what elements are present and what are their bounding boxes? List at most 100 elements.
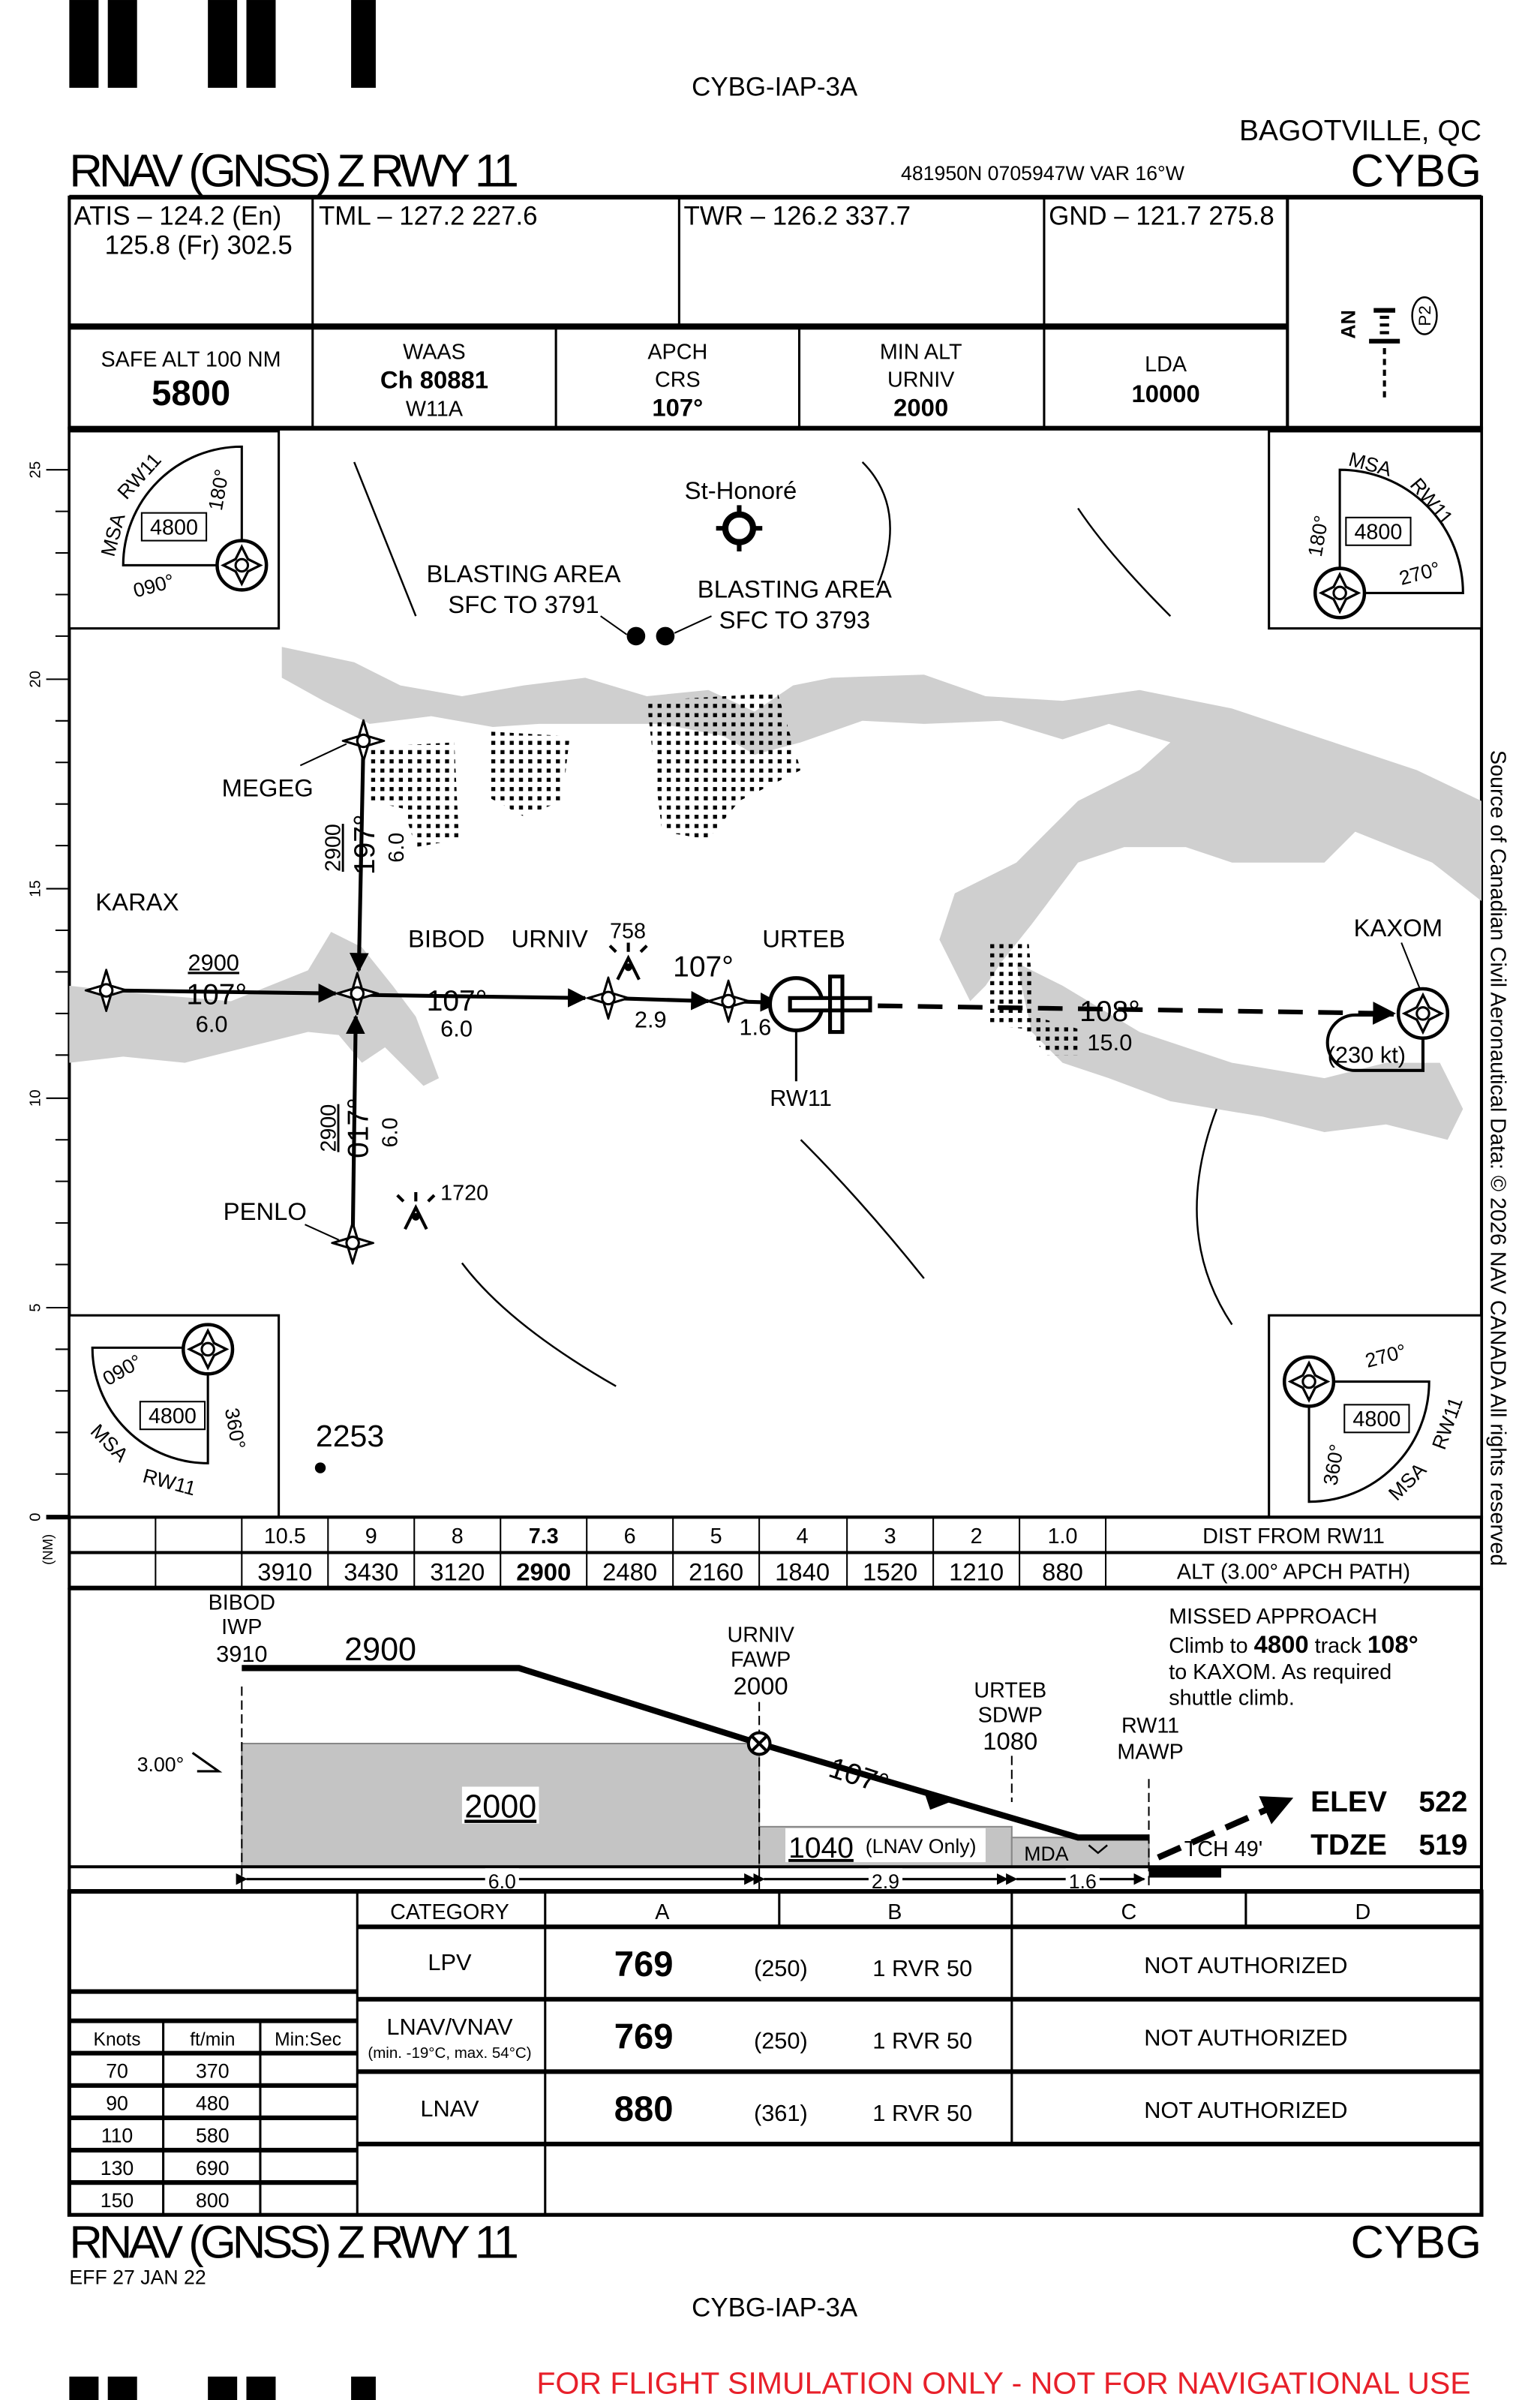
leg-distance: 6.0	[385, 833, 409, 863]
alt-cell: 1840	[775, 1557, 830, 1585]
cd-status: NOT AUTHORIZED	[1144, 2097, 1347, 2123]
alt-cell: 2900	[516, 1557, 571, 1585]
location: BAGOTVILLE, QC	[1239, 115, 1481, 147]
leg-altitude: 2900	[317, 1104, 341, 1152]
runway-icon	[767, 975, 872, 1035]
category-header: CATEGORY	[390, 1900, 509, 1924]
missed-course: 108°	[1079, 996, 1140, 1028]
dist-cell: 2	[971, 1524, 983, 1548]
built-up-area	[489, 731, 570, 817]
rate-header: Knots	[94, 2029, 141, 2050]
footer-airport-id: CYBG	[1350, 2217, 1481, 2269]
initial-altitude: 2900	[344, 1632, 416, 1668]
segment-distance: 2.9	[872, 1870, 899, 1893]
scale-tick-label: 10	[26, 1089, 44, 1107]
simulation-disclaimer: FOR FLIGHT SIMULATION ONLY - NOT FOR NAV…	[536, 2365, 1470, 2400]
cd-status: NOT AUTHORIZED	[1144, 2024, 1347, 2050]
fix-type: SDWP	[978, 1703, 1043, 1727]
dist-cell: 9	[365, 1524, 377, 1548]
registration-bars-top	[69, 0, 376, 89]
msa-inset-top-right: 4800 MSA RW11 180° 270°	[1268, 430, 1483, 630]
blasting-area-limits: SFC TO 3793	[719, 606, 870, 634]
fix-type: IWP	[221, 1615, 262, 1639]
tdze-value: 519	[1418, 1829, 1467, 1861]
missed-approach-climb	[1157, 1796, 1294, 1861]
saguenay-river	[281, 647, 1481, 1002]
missed-distance: 15.0	[1087, 1029, 1132, 1056]
msa-inset-bottom-right: 4800 MSA RW11 270° 360°	[1268, 1314, 1483, 1518]
spot-elevation: 2253	[316, 1419, 384, 1453]
safe-alt-value: 5800	[152, 374, 230, 413]
runway-profile	[1148, 1867, 1222, 1878]
waas-channel: Ch 80881	[380, 365, 488, 393]
missed-approach-track	[878, 1002, 1397, 1025]
min-alt-label: MIN ALT	[880, 340, 962, 364]
apch-crs-label2: CRS	[655, 368, 701, 392]
minimum-descent-altitude: 880	[614, 2089, 674, 2129]
alt-cell: 3430	[344, 1557, 398, 1585]
missed-approach-text: shuttle climb.	[1169, 1687, 1295, 1711]
fix-label-kaxom: KAXOM	[1354, 914, 1443, 942]
fix-label-penlo: PENLO	[224, 1197, 307, 1225]
fix-altitude: 3910	[216, 1641, 267, 1667]
dist-cell: 1.0	[1048, 1524, 1078, 1548]
decision-altitude: 769	[614, 1945, 674, 1984]
leg-course: 107°	[673, 951, 734, 984]
fas-altitude: 2000	[464, 1789, 536, 1825]
scale-unit: (NM)	[40, 1534, 56, 1565]
height-above-touchdown: (250)	[754, 2027, 808, 2053]
apch-crs-value: 107°	[652, 393, 703, 421]
built-up-area	[369, 742, 459, 848]
svg-text:AN: AN	[1337, 310, 1360, 339]
scale-tick-label: 20	[26, 671, 44, 688]
rate-knots: 110	[101, 2125, 134, 2147]
lake-kenogami	[69, 932, 440, 1086]
dist-cell: 10.5	[264, 1524, 306, 1548]
svg-text:3.00°: 3.00°	[137, 1753, 185, 1776]
minimums-table: CATEGORY A B C D LPV 769 (250) 1 RVR 50 …	[67, 1889, 1484, 2217]
holding-pattern	[1325, 1013, 1425, 1072]
registration-bars-bottom	[69, 2376, 376, 2400]
minima-note: (min. -19°C, max. 54°C)	[368, 2044, 531, 2062]
dist-cell: 7.3	[529, 1524, 559, 1548]
alt-cell: 2480	[602, 1557, 657, 1585]
dist-cell: 6	[624, 1524, 636, 1548]
chart-id-bottom: CYBG-IAP-3A	[692, 2293, 858, 2323]
rate-header: Min:Sec	[275, 2029, 341, 2050]
missed-approach-text: Climb to 4800 track 108°	[1169, 1630, 1418, 1658]
effective-date: EFF 27 JAN 22	[69, 2266, 206, 2289]
fix-label-urteb: URTEB	[762, 925, 845, 953]
fix-type: MAWP	[1117, 1741, 1183, 1765]
atis-frequency-fr: 125.8 (Fr) 302.5	[105, 231, 293, 260]
rate-fpm: 800	[196, 2189, 230, 2212]
elev-value: 522	[1418, 1786, 1467, 1818]
airport-icon	[716, 505, 763, 551]
copyright-notice: Source of Canadian Civil Aeronautical Da…	[1485, 750, 1509, 1566]
alt-cell: 1210	[949, 1557, 1004, 1585]
leg-altitude: 2900	[322, 824, 346, 872]
waypoint-urniv	[587, 977, 630, 1020]
visibility: 1 RVR 50	[872, 1955, 972, 1981]
minima-type: LPV	[428, 1949, 472, 1975]
footer-procedure-title: RNAV (GNSS) Z RWY 11	[69, 2217, 518, 2269]
atis-frequency: ATIS – 124.2 (En)	[74, 202, 282, 231]
svg-text:P2: P2	[1415, 305, 1434, 326]
leg-distance: 6.0	[379, 1118, 403, 1148]
rate-knots: 90	[106, 2092, 128, 2115]
alt-cell: 2160	[689, 1557, 743, 1585]
alt-cell: 3120	[430, 1557, 485, 1585]
dist-cell: 4	[797, 1524, 809, 1548]
rate-fpm: 690	[196, 2157, 230, 2179]
tml-frequency: TML – 127.2 227.6	[319, 202, 538, 231]
fix-name: RW11	[1121, 1714, 1179, 1738]
segment-distance: 6.0	[488, 1870, 516, 1893]
elev-label: ELEV	[1310, 1786, 1387, 1818]
waas-label: WAAS	[403, 340, 466, 364]
gnd-frequency: GND – 121.7 275.8	[1049, 202, 1274, 231]
waas-id: W11A	[406, 397, 464, 421]
dist-cell: 3	[884, 1524, 896, 1548]
fix-name: URNIV	[727, 1624, 794, 1648]
fix-label-rw11: RW11	[770, 1085, 832, 1111]
leg-course: 197°	[349, 814, 381, 875]
